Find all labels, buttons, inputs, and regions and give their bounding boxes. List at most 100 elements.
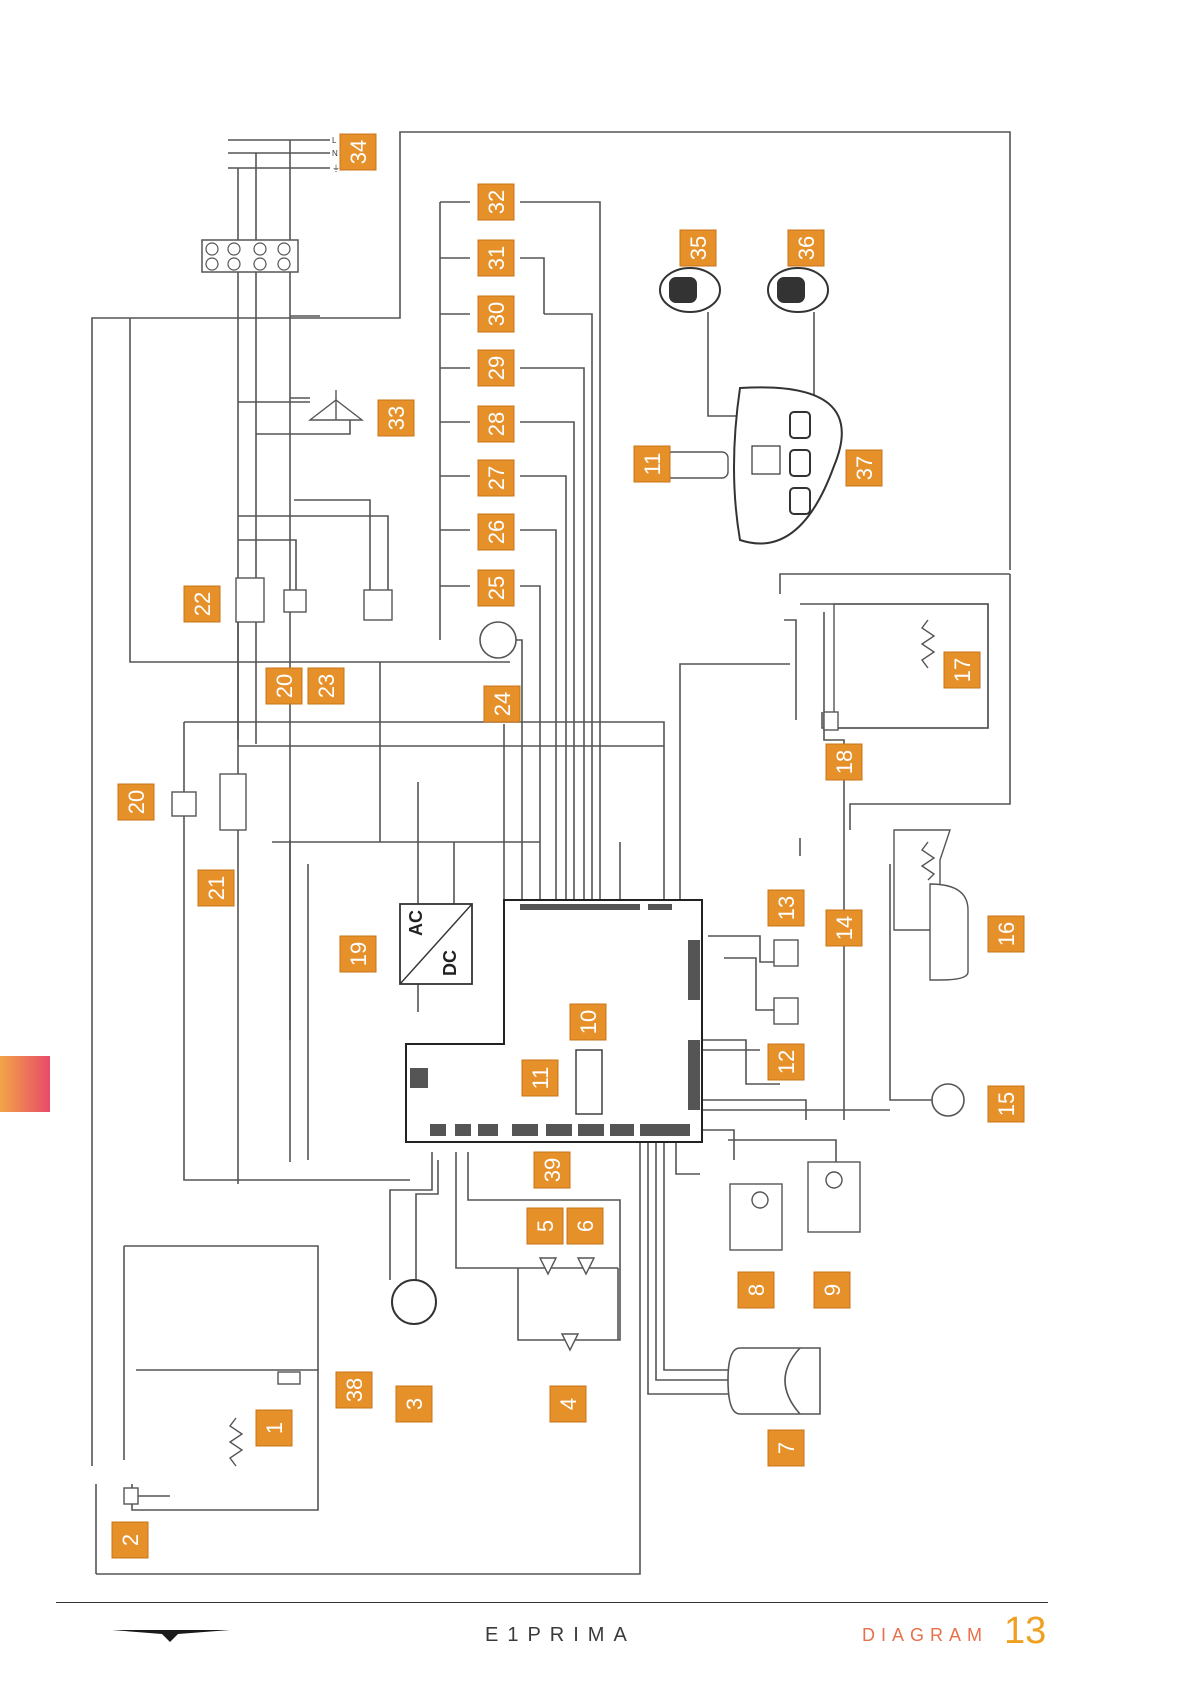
dc-label: DC xyxy=(440,950,460,976)
label-text: 8 xyxy=(744,1284,769,1296)
label-text: 20 xyxy=(272,674,297,698)
label-9: 9 xyxy=(814,1272,850,1308)
label-text: 37 xyxy=(852,456,877,480)
label-text: 7 xyxy=(774,1442,799,1454)
terminal-n: N xyxy=(332,149,338,158)
flowmeter-7 xyxy=(728,1348,820,1414)
label-text: 36 xyxy=(794,236,819,260)
label-text: 15 xyxy=(994,1092,1019,1116)
label-text: 27 xyxy=(484,466,509,490)
label-33: 33 xyxy=(378,400,414,436)
label-text: 29 xyxy=(484,356,509,380)
wire-layer xyxy=(92,132,1010,1574)
label-35: 35 xyxy=(680,230,716,266)
cup-35 xyxy=(660,268,720,312)
label-text: 22 xyxy=(190,592,215,616)
label-text: 18 xyxy=(832,750,857,774)
label-text: 9 xyxy=(820,1284,845,1296)
label-text: 25 xyxy=(484,576,509,600)
pump-24 xyxy=(480,622,516,658)
label-text: 35 xyxy=(686,236,711,260)
label-7: 7 xyxy=(768,1430,804,1466)
label-text: 2 xyxy=(118,1534,143,1546)
mains-terminals: L N ⏚ xyxy=(332,136,340,173)
label-15: 15 xyxy=(988,1086,1024,1122)
cup-36 xyxy=(768,268,828,312)
label-text: 16 xyxy=(994,922,1019,946)
label-19: 19 xyxy=(340,936,376,972)
relay-22 xyxy=(236,578,264,622)
probe-18 xyxy=(824,712,838,730)
switch-9 xyxy=(808,1162,860,1232)
label-25: 25 xyxy=(478,570,514,606)
sensor-12 xyxy=(774,998,798,1024)
group-16 xyxy=(930,884,968,980)
label-text: 3 xyxy=(402,1398,427,1410)
label-39: 39 xyxy=(534,1152,570,1188)
label-38: 38 xyxy=(336,1372,372,1408)
led-6 xyxy=(578,1258,594,1274)
heater-1 xyxy=(230,1418,242,1466)
label-21: 21 xyxy=(198,870,234,906)
label-28: 28 xyxy=(478,406,514,442)
label-text: 11 xyxy=(640,453,665,476)
label-32: 32 xyxy=(478,184,514,220)
label-text: 34 xyxy=(346,140,371,164)
label-11: 11 xyxy=(522,1060,558,1096)
footer-rule xyxy=(56,1602,1048,1603)
label-10: 10 xyxy=(570,1004,606,1040)
probe-2 xyxy=(124,1488,170,1504)
label-text: 5 xyxy=(533,1220,558,1232)
label-13: 13 xyxy=(768,890,804,926)
label-text: 28 xyxy=(484,412,509,436)
label-text: 13 xyxy=(774,896,799,920)
label-text: 24 xyxy=(490,692,515,716)
led-5 xyxy=(540,1258,556,1274)
sensor-13 xyxy=(774,940,798,966)
ac-label: AC xyxy=(406,910,426,936)
label-31: 31 xyxy=(478,240,514,276)
label-text: 17 xyxy=(950,658,975,682)
terminal-block xyxy=(202,240,298,272)
label-18: 18 xyxy=(826,744,862,780)
switch-23 xyxy=(364,590,392,620)
label-text: 39 xyxy=(540,1158,565,1182)
switch-8 xyxy=(730,1184,782,1250)
label-27: 27 xyxy=(478,460,514,496)
label-34: 34 xyxy=(340,134,376,170)
motor-3 xyxy=(392,1280,436,1324)
terminal-l: L xyxy=(332,136,337,145)
page-number: 13 xyxy=(1004,1610,1046,1653)
label-2: 2 xyxy=(112,1522,148,1558)
label-text: 23 xyxy=(314,674,339,698)
label-11: 11 xyxy=(634,446,670,482)
label-text: 6 xyxy=(573,1220,598,1232)
label-text: 33 xyxy=(384,406,409,430)
filter-33 xyxy=(310,390,362,420)
label-8: 8 xyxy=(738,1272,774,1308)
label-text: 21 xyxy=(204,876,229,900)
label-text: 30 xyxy=(484,302,509,326)
led-4 xyxy=(562,1334,578,1350)
relay-20-left xyxy=(172,792,196,816)
label-23: 23 xyxy=(308,668,344,704)
label-text: 32 xyxy=(484,190,509,214)
label-text: 38 xyxy=(342,1378,367,1402)
switch-21 xyxy=(220,774,246,830)
component-11-top xyxy=(666,452,728,478)
label-26: 26 xyxy=(478,514,514,550)
label-12: 12 xyxy=(768,1044,804,1080)
label-text: 11 xyxy=(528,1067,553,1090)
label-text: 12 xyxy=(774,1050,799,1074)
label-text: 1 xyxy=(262,1422,287,1434)
label-text: 10 xyxy=(576,1010,601,1034)
terminal-earth: ⏚ xyxy=(332,164,340,173)
footer-section: DIAGRAM xyxy=(862,1625,988,1646)
label-text: 4 xyxy=(556,1398,581,1410)
label-text: 19 xyxy=(346,942,371,966)
control-pad-37 xyxy=(734,387,842,543)
label-36: 36 xyxy=(788,230,824,266)
converter-19: AC DC xyxy=(400,904,472,984)
label-24: 24 xyxy=(484,686,520,722)
